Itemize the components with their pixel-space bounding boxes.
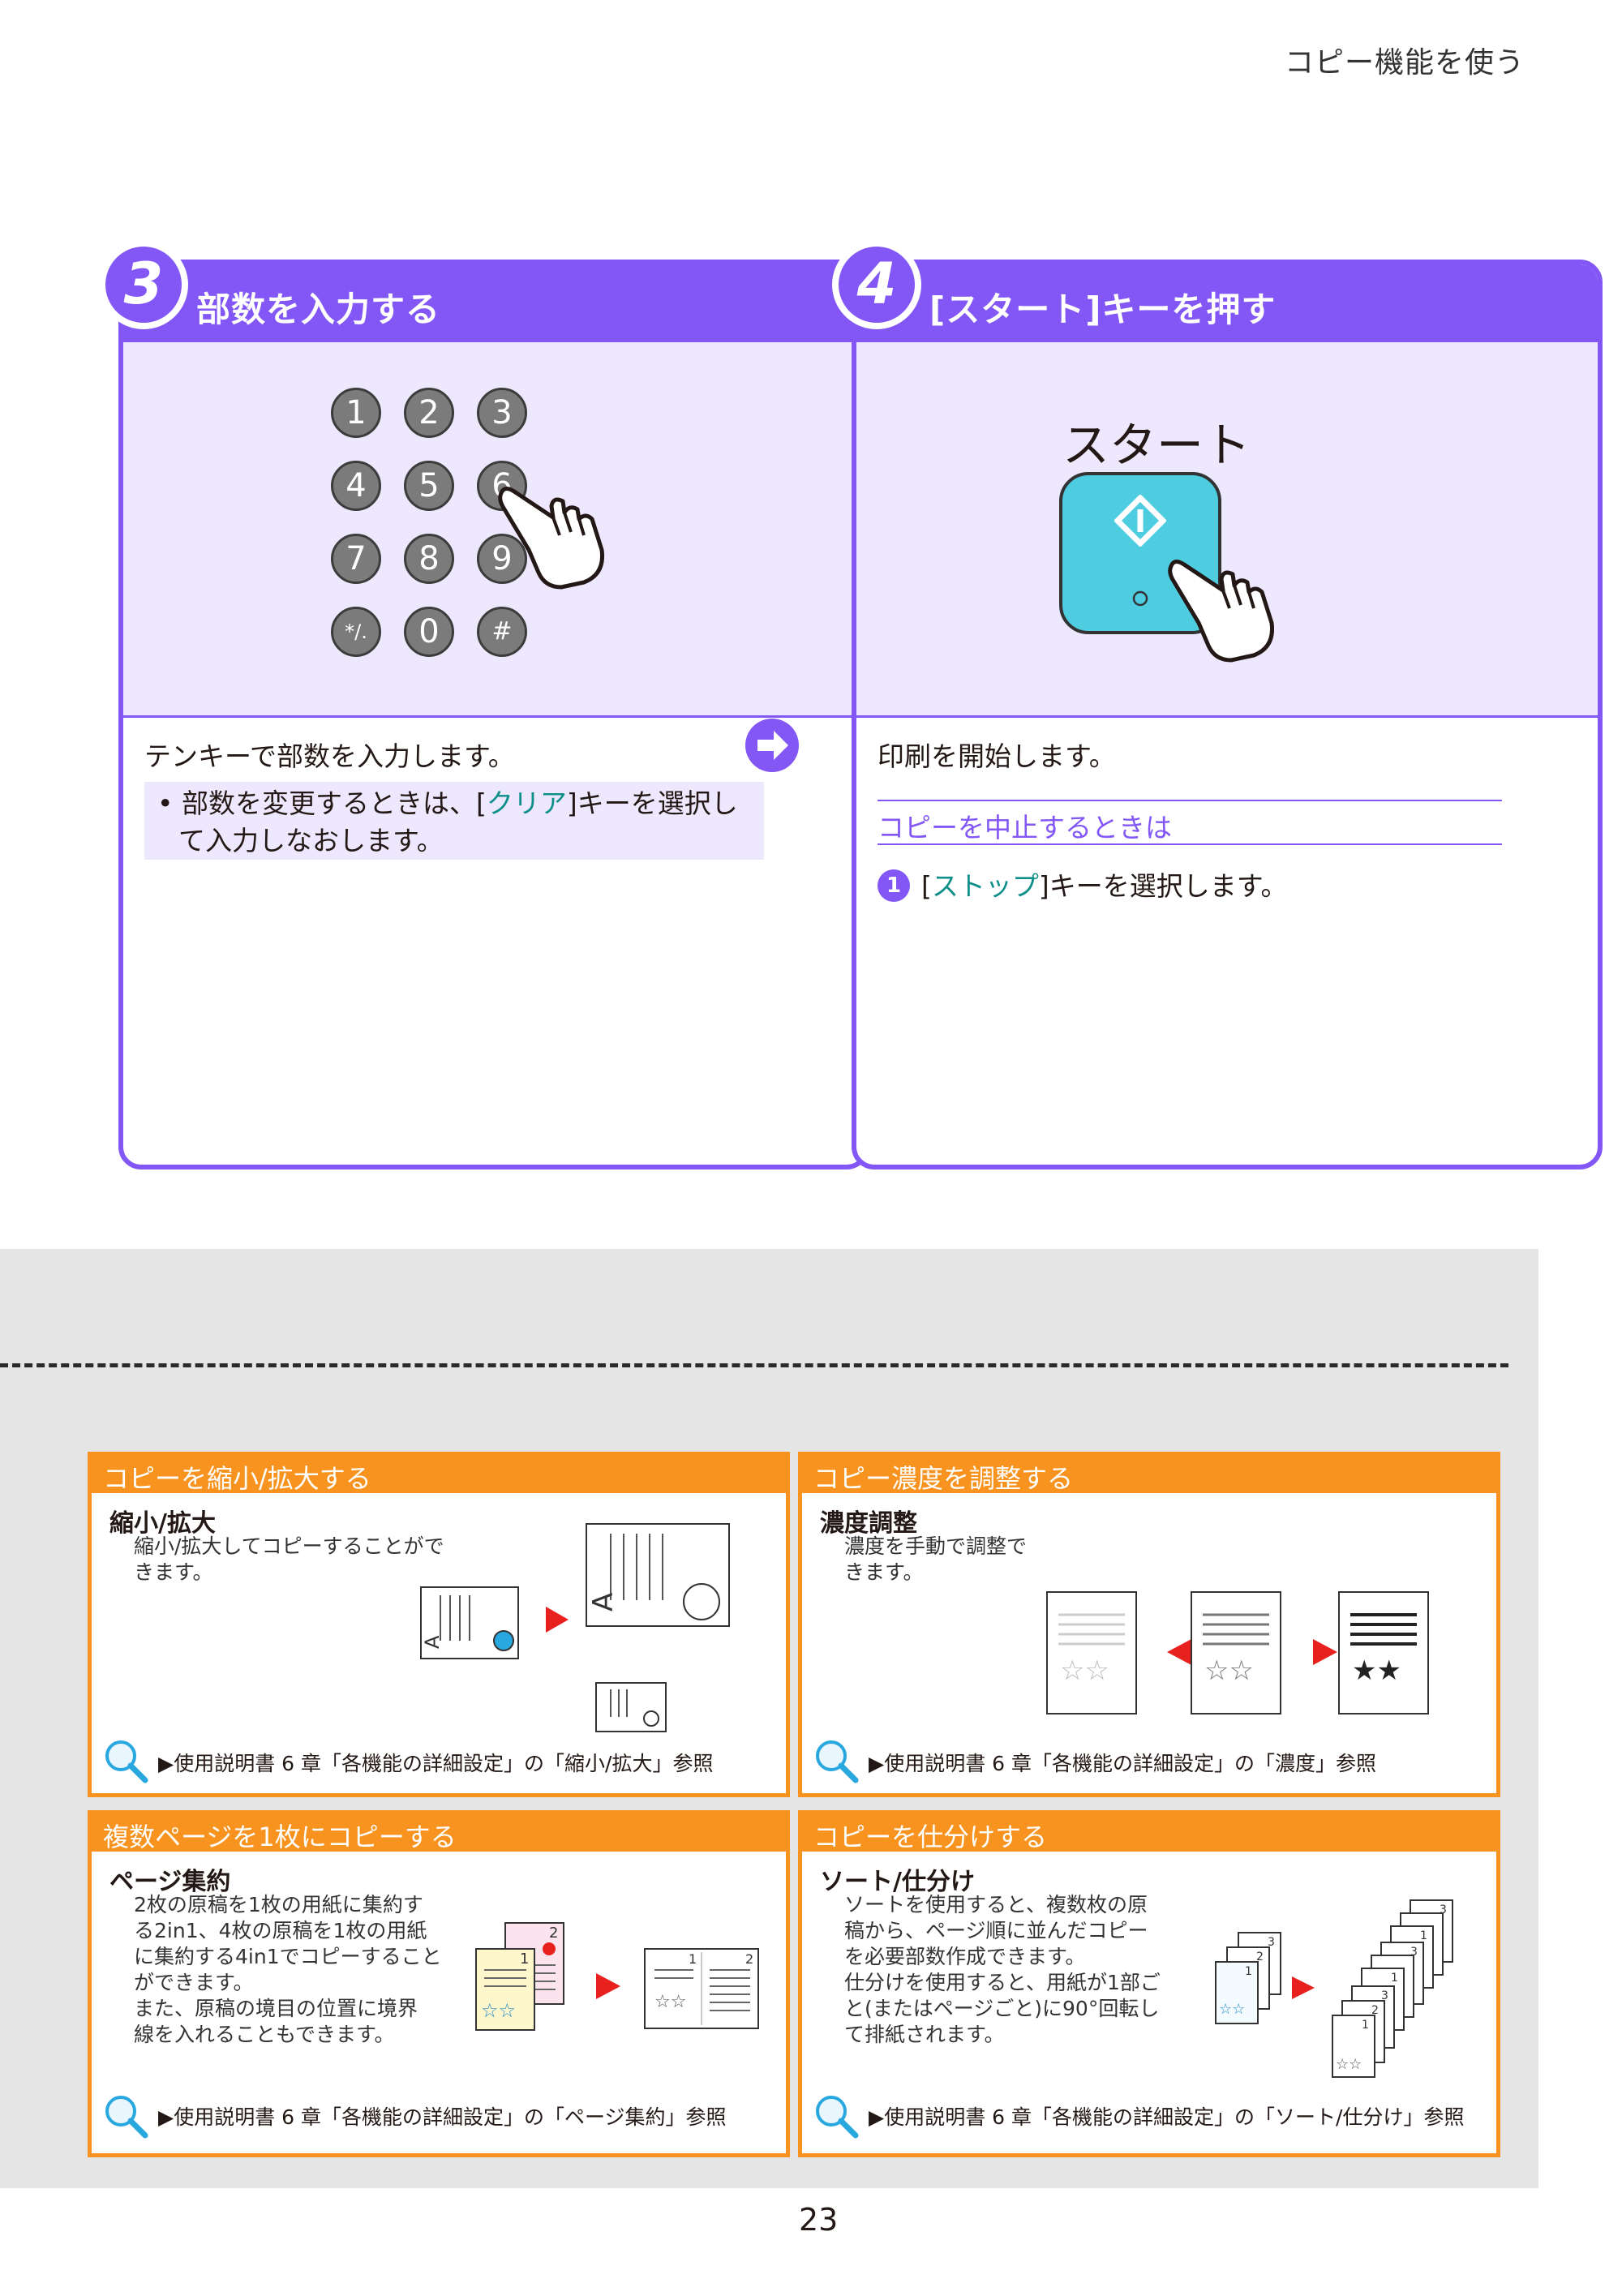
card-combine-title: 複数ページを1枚にコピーする bbox=[103, 1822, 457, 1852]
card-sort-title: コピーを仕分けする bbox=[813, 1822, 1048, 1852]
key-5: 5 bbox=[404, 461, 454, 511]
card-combine-reference: ▶使用説明書 6 章「各機能の詳細設定」の「ページ集約」参照 bbox=[158, 2105, 727, 2129]
key-9: 9 bbox=[477, 534, 527, 584]
card-sort-subtitle: ソート/仕分け bbox=[820, 1868, 975, 1896]
key-3: 3 bbox=[477, 388, 527, 438]
note-prefix: • 部数を変更するときは、[ bbox=[157, 788, 487, 819]
step-4-header: [スタート]キーを押す bbox=[856, 264, 1598, 342]
stop-key-label: ストップ bbox=[931, 870, 1039, 902]
step-3-title: 部数を入力する bbox=[196, 290, 441, 329]
card-density-description: 濃度を手動で調整で きます。 bbox=[844, 1534, 1028, 1584]
svg-text:☆☆: ☆☆ bbox=[654, 1992, 686, 2012]
key-1: 1 bbox=[331, 388, 381, 438]
stop-copy-subheading-text: コピーを中止するときは bbox=[878, 812, 1172, 843]
svg-text:3: 3 bbox=[1410, 1946, 1418, 1959]
step-3-header: 部数を入力する bbox=[123, 264, 865, 342]
step-3-description: テンキーで部数を入力します。 bbox=[144, 740, 515, 772]
key-hash: # bbox=[477, 607, 527, 657]
svg-text:2: 2 bbox=[1256, 1951, 1264, 1963]
key-2: 2 bbox=[404, 388, 454, 438]
stop-instruction: [ストップ]キーを選択します。 bbox=[921, 870, 1288, 902]
key-8: 8 bbox=[404, 534, 454, 584]
magnifier-icon bbox=[105, 1740, 148, 1783]
density-illustration: ☆☆ ☆☆ ★★ bbox=[1046, 1591, 1429, 1714]
status-led-icon bbox=[1132, 590, 1148, 607]
svg-text:1: 1 bbox=[689, 1951, 697, 1967]
card-sort-description: ソートを使用すると、複数枚の原 稿から、ページ順に並んだコピー を必要部数作成で… bbox=[844, 1893, 1161, 2046]
item-number-badge: 1 bbox=[878, 869, 910, 902]
card-scale-reference: ▶使用説明書 6 章「各機能の詳細設定」の「縮小/拡大」参照 bbox=[158, 1752, 714, 1775]
card-scale: コピーを縮小/拡大する 縮小/拡大 縮小/拡大してコピーすることがで きます。 … bbox=[88, 1452, 790, 1797]
svg-text:3: 3 bbox=[1268, 1936, 1275, 1949]
keypad-illustration: 1 2 3 4 5 6 7 8 9 */. 0 # bbox=[123, 342, 865, 718]
card-scale-title: コピーを縮小/拡大する bbox=[103, 1463, 371, 1494]
card-scale-subtitle: 縮小/拡大 bbox=[109, 1509, 216, 1538]
svg-text:3: 3 bbox=[1381, 1989, 1388, 2002]
stop-copy-subheading: コピーを中止するときは bbox=[878, 800, 1502, 845]
note-line-2: て入力しなおします。 bbox=[178, 825, 444, 856]
start-diamond-icon bbox=[1114, 495, 1166, 547]
key-0: 0 bbox=[404, 607, 454, 657]
svg-text:☆☆: ☆☆ bbox=[1060, 1654, 1109, 1687]
note-suffix: ]キーを選択し bbox=[566, 788, 738, 819]
page-number: 23 bbox=[799, 2202, 839, 2238]
card-combine: 複数ページを1枚にコピーする ページ集約 2枚の原稿を1枚の用紙に集約す る2i… bbox=[88, 1810, 790, 2157]
card-combine-subtitle: ページ集約 bbox=[109, 1868, 231, 1896]
start-button-illustration: スタート bbox=[856, 342, 1598, 718]
combine-illustration: 2 1 ☆☆ 1 2 ☆☆ bbox=[475, 1922, 759, 2031]
scale-illustration: A A bbox=[420, 1523, 730, 1732]
pointing-hand-icon bbox=[1168, 560, 1275, 663]
step-4-description: 印刷を開始します。 bbox=[878, 740, 1116, 772]
svg-text:1: 1 bbox=[1362, 2019, 1369, 2032]
card-sort-reference: ▶使用説明書 6 章「各機能の詳細設定」の「ソート/仕分け」参照 bbox=[869, 2105, 1465, 2129]
svg-text:1: 1 bbox=[1420, 1929, 1427, 1942]
card-density: コピー濃度を調整する 濃度調整 濃度を手動で調整で きます。 ☆☆ ☆☆ ★★ … bbox=[798, 1452, 1500, 1797]
magnifier-icon bbox=[816, 2096, 859, 2139]
step-4-card: [スタート]キーを押す スタート 印刷を開始します。 コピーを中止するときは 1… bbox=[852, 260, 1603, 1169]
svg-text:2: 2 bbox=[745, 1951, 753, 1967]
svg-text:☆☆: ☆☆ bbox=[481, 1999, 516, 2022]
svg-text:★★: ★★ bbox=[1352, 1654, 1401, 1687]
step-3-card: 部数を入力する 1 2 3 4 5 6 7 8 9 */. 0 # テンキーで部… bbox=[118, 260, 869, 1169]
sort-illustration: 3 2 1 ☆☆ 3 1 3 1 3 2 1 ☆☆ bbox=[1215, 1899, 1453, 2078]
card-scale-description: 縮小/拡大してコピーすることがで きます。 bbox=[134, 1534, 444, 1584]
key-4: 4 bbox=[331, 461, 381, 511]
magnifier-icon bbox=[105, 2096, 148, 2139]
card-density-reference: ▶使用説明書 6 章「各機能の詳細設定」の「濃度」参照 bbox=[869, 1752, 1377, 1775]
card-sort: コピーを仕分けする ソート/仕分け ソートを使用すると、複数枚の原 稿から、ペー… bbox=[798, 1810, 1500, 2157]
card-density-title: コピー濃度を調整する bbox=[813, 1463, 1074, 1494]
svg-text:2: 2 bbox=[1371, 2004, 1379, 2017]
step-4-title: [スタート]キーを押す bbox=[929, 290, 1277, 329]
step-3-badge: 3 bbox=[99, 240, 188, 329]
step-3-note: • 部数を変更するときは、[クリア]キーを選択し て入力しなおします。 bbox=[144, 782, 764, 860]
svg-text:☆☆: ☆☆ bbox=[1219, 2001, 1245, 2018]
svg-text:3: 3 bbox=[1440, 1903, 1447, 1916]
svg-text:1: 1 bbox=[1245, 1965, 1252, 1978]
svg-text:1: 1 bbox=[520, 1951, 529, 1968]
step-4-badge: 4 bbox=[832, 240, 921, 329]
page-header-title: コピー機能を使う bbox=[1284, 46, 1525, 79]
svg-text:1: 1 bbox=[1391, 1972, 1398, 1985]
svg-text:2: 2 bbox=[549, 1925, 558, 1942]
key-7: 7 bbox=[331, 534, 381, 584]
card-combine-description: 2枚の原稿を1枚の用紙に集約す る2in1、4枚の原稿を1枚の用紙 に集約する4… bbox=[134, 1893, 442, 2046]
svg-text:A: A bbox=[421, 1635, 444, 1649]
svg-text:☆☆: ☆☆ bbox=[1336, 2056, 1362, 2073]
key-star: */. bbox=[331, 607, 381, 657]
svg-text:☆☆: ☆☆ bbox=[1204, 1654, 1254, 1687]
pointing-hand-icon bbox=[498, 487, 605, 590]
clear-key-label: クリア bbox=[486, 788, 567, 819]
svg-text:A: A bbox=[587, 1593, 620, 1611]
dashed-divider bbox=[0, 1363, 1508, 1367]
magnifier-icon bbox=[816, 1740, 859, 1783]
next-arrow-icon bbox=[745, 719, 799, 772]
start-button-label: スタート bbox=[1062, 418, 1251, 473]
card-density-subtitle: 濃度調整 bbox=[820, 1509, 917, 1538]
